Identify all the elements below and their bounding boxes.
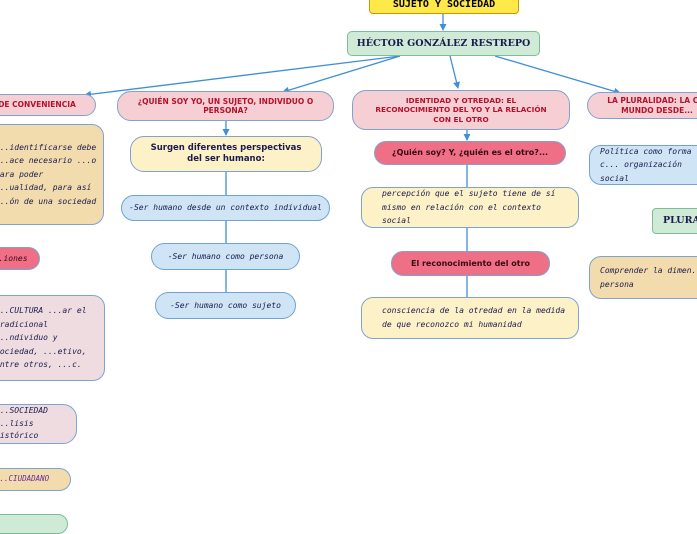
central-node-label: HÉCTOR GONZÁLEZ RESTREPO	[356, 37, 531, 49]
node-plura[interactable]: PLURA...	[652, 208, 697, 234]
node-cultura[interactable]: ...CULTURA ...ar el tradicional ...ndivi…	[0, 295, 105, 381]
node-como-sujeto[interactable]: -Ser humano como sujeto	[155, 292, 296, 319]
node-pregunta-text: ¿Quién soy? Y, ¿quién es el otro?...	[391, 148, 549, 158]
node-politica[interactable]: Política como forma c... organización so…	[589, 145, 697, 185]
connector-lines	[84, 13, 621, 297]
node-identificarse-text: ...identificarse debe ...ace necesario .…	[0, 142, 97, 206]
node-cut-off-bottom[interactable]	[0, 514, 68, 534]
branch-conveniencia-label: DE CONVENIENCIA	[0, 99, 76, 109]
node-sociedad[interactable]: ...SOCIEDAD ...lisis histórico	[0, 404, 77, 444]
node-contexto-individual-text: -Ser humano desde un contexto individual	[129, 203, 322, 213]
node-conciencia-otredad[interactable]: consciencia de la otredad en la medida d…	[361, 297, 579, 339]
node-como-sujeto-text: -Ser humano como sujeto	[170, 300, 281, 310]
node-ciudadano-text: ...CIUDADANO	[0, 474, 50, 484]
branch-pluralidad[interactable]: LA PLURALIDAD: LA C... MUNDO DESDE...	[587, 92, 697, 119]
node-surgen-text: Surgen diferentes perspectivas del ser h…	[150, 142, 302, 164]
top-node-sujeto-sociedad[interactable]: SUJETO Y SOCIEDAD	[369, 0, 519, 14]
node-comprender[interactable]: Comprender la dimen... persona	[589, 256, 697, 299]
link-center-identidad	[449, 55, 460, 89]
link-center-conveniencia	[84, 55, 401, 98]
branch-pluralidad-label: LA PLURALIDAD: LA C... MUNDO DESDE...	[607, 96, 697, 115]
node-reconocimiento-text: El reconocimiento del otro	[410, 258, 531, 268]
link-center-pluralidad	[494, 55, 621, 95]
node-percepcion[interactable]: percepción que el sujeto tiene de sí mis…	[361, 187, 579, 228]
node-como-persona-text: -Ser humano como persona	[167, 251, 284, 261]
node-como-persona[interactable]: -Ser humano como persona	[151, 243, 300, 270]
node-sociedad-text: ...SOCIEDAD ...lisis histórico	[0, 405, 48, 441]
node-identificarse[interactable]: ...identificarse debe ...ace necesario .…	[0, 124, 104, 225]
node-ciones-text: ...iones	[0, 253, 28, 263]
node-surgen-perspectivas[interactable]: Surgen diferentes perspectivas del ser h…	[130, 136, 322, 172]
branch-identidad-otredad-label: IDENTIDAD Y OTREDAD: EL RECONOCIMIENTO D…	[375, 96, 547, 124]
node-quien-soy-pregunta[interactable]: ¿Quién soy? Y, ¿quién es el otro?...	[374, 141, 566, 165]
central-node-hector-gonzalez[interactable]: HÉCTOR GONZÁLEZ RESTREPO	[347, 31, 540, 56]
link-center-quien	[282, 55, 401, 94]
node-cultura-text: ...CULTURA ...ar el tradicional ...ndivi…	[0, 306, 87, 370]
node-politica-text: Política como forma c... organización so…	[600, 146, 692, 183]
node-comprender-text: Comprender la dimen... persona	[600, 265, 697, 289]
node-conciencia-text: consciencia de la otredad en la medida d…	[382, 306, 566, 329]
branch-quien-soy-yo-label: ¿QUIÉN SOY YO, UN SUJETO, INDIVIDUO O PE…	[137, 96, 314, 115]
node-reconocimiento-otro[interactable]: El reconocimiento del otro	[391, 251, 550, 276]
top-node-label: SUJETO Y SOCIEDAD	[392, 0, 496, 10]
branch-identidad-otredad[interactable]: IDENTIDAD Y OTREDAD: EL RECONOCIMIENTO D…	[352, 90, 570, 130]
node-ciones[interactable]: ...iones	[0, 247, 40, 270]
node-percepcion-text: percepción que el sujeto tiene de sí mis…	[382, 189, 556, 226]
node-plura-text: PLURA...	[663, 215, 697, 227]
node-ciudadano[interactable]: ...CIUDADANO	[0, 468, 71, 491]
node-contexto-individual[interactable]: -Ser humano desde un contexto individual	[121, 195, 330, 221]
branch-conveniencia[interactable]: DE CONVENIENCIA	[0, 94, 96, 116]
branch-quien-soy-yo[interactable]: ¿QUIÉN SOY YO, UN SUJETO, INDIVIDUO O PE…	[117, 91, 334, 121]
